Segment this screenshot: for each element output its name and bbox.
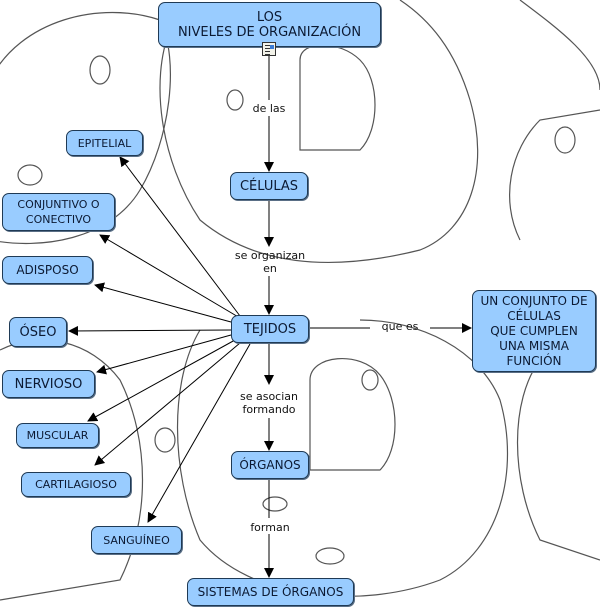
node-nervioso[interactable]: NERVIOSO xyxy=(2,370,95,398)
link-tejidos-conjuntivo xyxy=(99,234,241,319)
node-adisposo[interactable]: ADISPOSO xyxy=(2,256,93,284)
node-sanguineo[interactable]: SANGUÍNEO xyxy=(91,526,182,554)
node-cartilagioso[interactable]: CARTILAGIOSO xyxy=(21,472,131,497)
node-sistemas-de-organos[interactable]: SISTEMAS DE ÓRGANOS xyxy=(187,578,354,606)
node-oseo[interactable]: ÓSEO xyxy=(9,317,67,347)
link-label-forman: forman xyxy=(250,521,290,534)
link-label-que-es: que es xyxy=(381,320,419,333)
link-tejidos-adisposo xyxy=(94,282,232,323)
link-tejidos-epitelial xyxy=(119,156,241,317)
node-muscular[interactable]: MUSCULAR xyxy=(16,423,99,448)
node-tejidos[interactable]: TEJIDOS xyxy=(231,315,309,343)
link-tejidos-sanguineo xyxy=(147,343,251,523)
node-definicion[interactable]: UN CONJUNTO DE CÉLULAS QUE CUMPLEN UNA M… xyxy=(472,290,596,372)
link-tejidos-oseo xyxy=(68,325,232,336)
link-tejidos-nervioso xyxy=(96,334,232,375)
node-celulas[interactable]: CÉLULAS xyxy=(230,172,308,200)
link-tejidos-cartilagioso xyxy=(94,342,241,466)
link-label-de-las: de las xyxy=(252,102,286,115)
node-epitelial[interactable]: EPITELIAL xyxy=(66,130,143,156)
node-conjuntivo[interactable]: CONJUNTIVO O CONECTIVO xyxy=(2,193,115,231)
node-organos[interactable]: ÓRGANOS xyxy=(231,451,309,479)
link-tejidos-muscular xyxy=(87,339,236,422)
link-label-se-organizan-en: se organizan en xyxy=(234,249,306,275)
link-label-se-asocian-formando: se asocian formando xyxy=(239,390,298,416)
document-icon[interactable] xyxy=(262,42,276,56)
node-title[interactable]: LOS NIVELES DE ORGANIZACIÓN xyxy=(158,2,381,47)
